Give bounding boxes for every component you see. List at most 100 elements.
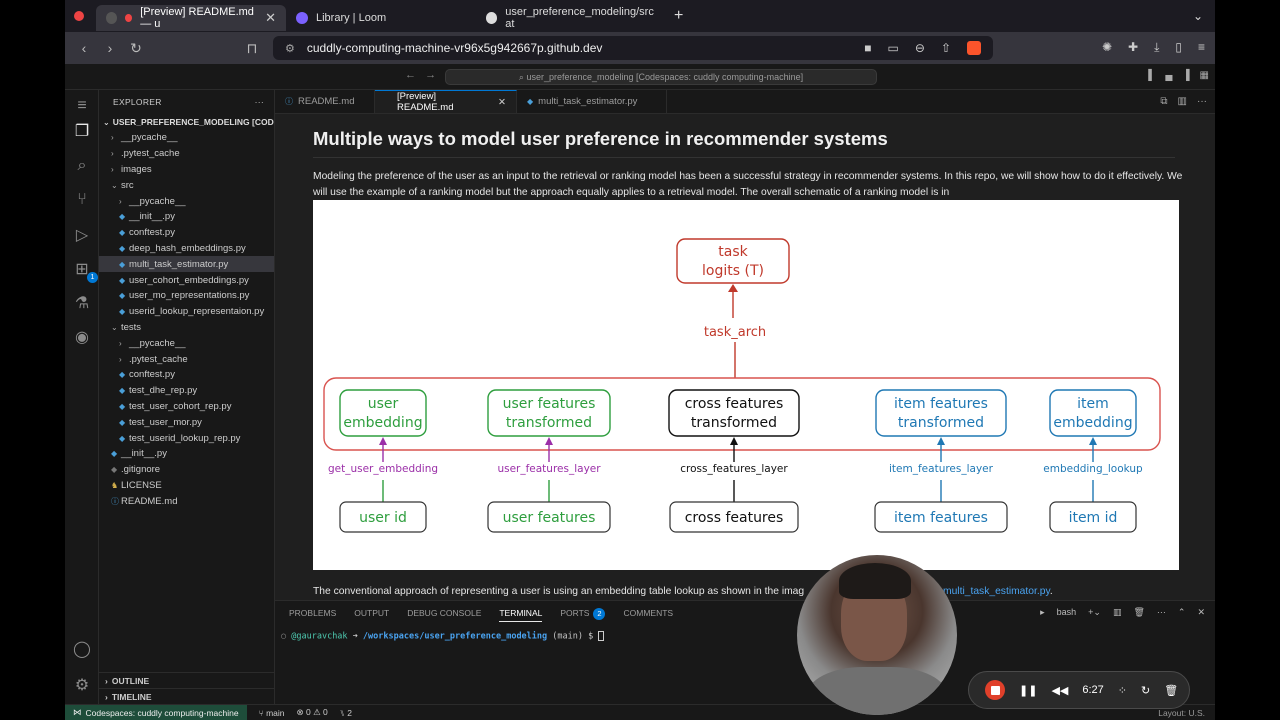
explorer-icon[interactable]: ❐ <box>74 123 90 140</box>
maximize-panel-icon[interactable]: ⌃ <box>1177 607 1186 617</box>
branch-indicator[interactable]: ⑂ main <box>258 707 285 718</box>
file-tree-item[interactable]: ◆conftest.py <box>99 225 274 241</box>
file-tree-item[interactable]: ◆conftest.py <box>99 367 274 383</box>
workspace-root[interactable]: ⌄ USER_PREFERENCE_MODELING [COD... <box>99 114 274 130</box>
file-tree-item[interactable]: ›images <box>99 162 274 178</box>
ports-indicator[interactable]: ⑊ 2 <box>339 707 352 718</box>
address-bar[interactable]: ⚙ cuddly-computing-machine-vr96x5g942667… <box>273 36 993 60</box>
toggle-sidebar-icon[interactable]: ▌ <box>1148 70 1156 81</box>
split-editor-icon[interactable]: ▥ <box>1177 96 1187 107</box>
sidebar-toggle-icon[interactable]: ▯ <box>1175 40 1182 54</box>
shell-name[interactable]: bash <box>1056 607 1077 617</box>
more-actions-icon[interactable]: ··· <box>1156 607 1166 617</box>
search-icon[interactable]: ⌕ <box>77 157 87 174</box>
toggle-panel-icon[interactable]: ▄ <box>1165 70 1173 81</box>
file-tree-item[interactable]: ◆test_dhe_rep.py <box>99 383 274 399</box>
tab-multi-task-estimator[interactable]: ◆ multi_task_estimator.py <box>517 90 667 113</box>
download-icon[interactable]: ⤓ <box>1154 40 1160 54</box>
file-tree-item[interactable]: ◆user_mo_representations.py <box>99 288 274 304</box>
source-control-icon[interactable]: ⑂ <box>77 191 87 208</box>
trash-icon[interactable]: 🗑 <box>1164 684 1179 697</box>
close-icon[interactable]: ✕ <box>265 10 276 25</box>
reload-button[interactable]: ↻ <box>130 39 142 56</box>
file-tree-item[interactable]: ◆deep_hash_embeddings.py <box>99 241 274 257</box>
tab-list-chevron-icon[interactable]: ⌄ <box>1192 9 1203 23</box>
puzzle-icon[interactable]: ✚ <box>1128 40 1139 54</box>
back-button[interactable]: ‹ <box>81 40 87 56</box>
file-tree-item[interactable]: ◆user_cohort_embeddings.py <box>99 272 274 288</box>
file-tree-item[interactable]: ›__pycache__ <box>99 130 274 146</box>
close-icon[interactable]: ✕ <box>498 96 506 108</box>
command-center[interactable]: ⌕ user_preference_modeling [Codespaces: … <box>445 69 877 85</box>
file-tree-item[interactable]: ⌄tests <box>99 320 274 336</box>
testing-icon[interactable]: ⚗ <box>74 295 90 312</box>
zoom-icon[interactable]: ⊖ <box>914 41 925 55</box>
browser-tab-github[interactable]: user_preference_modeling/src at <box>476 5 666 31</box>
tab-readme[interactable]: ⓘ README.md <box>275 90 375 113</box>
more-actions-icon[interactable]: ··· <box>254 97 264 107</box>
github-icon[interactable]: ◉ <box>75 329 89 346</box>
browser-tab-loom[interactable]: Library | Loom <box>286 5 476 31</box>
open-source-icon[interactable]: ⧉ <box>1160 96 1168 107</box>
file-tree-item[interactable]: ◆test_user_cohort_rep.py <box>99 399 274 415</box>
close-window-button[interactable] <box>74 11 84 21</box>
tab-terminal[interactable]: TERMINAL <box>499 608 543 622</box>
file-tree-item[interactable]: ›__pycache__ <box>99 193 274 209</box>
stop-recording-button[interactable] <box>985 680 1005 700</box>
customize-layout-icon[interactable]: ▦ <box>1199 70 1209 81</box>
bookmark-icon[interactable]: ⊓ <box>246 39 258 56</box>
toggle-secondary-icon[interactable]: ▐ <box>1182 70 1190 81</box>
terminal-output[interactable]: ○ @gauravchak ➜ /workspaces/user_prefere… <box>281 631 605 642</box>
file-tree-item[interactable]: ◆__init__.py <box>99 209 274 225</box>
restart-icon[interactable]: ↻ <box>1141 684 1151 697</box>
rewind-icon[interactable]: ◀◀ <box>1051 684 1069 697</box>
multi-task-estimator-link[interactable]: multi_task_estimator.py. <box>943 586 1053 597</box>
webcam-bubble[interactable] <box>797 555 957 715</box>
timeline-section[interactable]: › TIMELINE <box>99 688 275 704</box>
file-tree-item[interactable]: ◆test_userid_lookup_rep.py <box>99 430 274 446</box>
file-tree-item[interactable]: ◆multi_task_estimator.py <box>99 256 274 273</box>
file-tree-item[interactable]: ◆__init__.py <box>99 446 274 462</box>
outline-section[interactable]: › OUTLINE <box>99 672 275 688</box>
share-icon[interactable]: ⇧ <box>940 41 951 55</box>
file-tree-item[interactable]: ♞LICENSE <box>99 478 274 494</box>
new-tab-button[interactable]: + <box>674 7 684 24</box>
browser-tab-readme[interactable]: [Preview] README.md — u ✕ <box>96 5 286 31</box>
settings-gear-icon[interactable]: ⚙ <box>74 677 90 694</box>
forward-button[interactable]: › <box>107 40 113 56</box>
camera-icon[interactable]: ■ <box>864 41 872 55</box>
tab-output[interactable]: OUTPUT <box>354 608 390 618</box>
new-terminal-icon[interactable]: +⌄ <box>1088 607 1101 617</box>
file-tree-item[interactable]: ⌄src <box>99 177 274 193</box>
menu-icon[interactable]: ≡ <box>1197 40 1205 54</box>
split-terminal-icon[interactable]: ▥ <box>1112 607 1122 617</box>
cast-icon[interactable]: ▭ <box>887 41 899 55</box>
run-debug-icon[interactable]: ▷ <box>75 227 89 244</box>
file-tree-item[interactable]: ›.pytest_cache <box>99 351 274 367</box>
file-tree-item[interactable]: ›.pytest_cache <box>99 146 274 162</box>
extensions-icon[interactable]: ⊞1 <box>72 260 98 283</box>
remote-indicator[interactable]: ⋈ Codespaces: cuddly computing-machine <box>65 704 247 720</box>
keyboard-layout[interactable]: Layout: U.S. <box>1158 707 1205 718</box>
grid-icon[interactable]: ⁘ <box>1117 684 1127 697</box>
tab-debug-console[interactable]: DEBUG CONSOLE <box>407 608 482 618</box>
more-actions-icon[interactable]: ··· <box>1197 96 1207 107</box>
site-settings-icon[interactable]: ⚙ <box>285 42 295 55</box>
trash-icon[interactable]: 🗑 <box>1133 607 1145 617</box>
menu-icon[interactable]: ≡ <box>77 97 87 114</box>
file-tree-item[interactable]: ◆userid_lookup_representaion.py <box>99 304 274 320</box>
pause-icon[interactable]: ❚❚ <box>1019 684 1038 697</box>
file-tree-item[interactable]: ◆test_user_mor.py <box>99 414 274 430</box>
close-panel-icon[interactable]: ✕ <box>1197 607 1205 617</box>
file-tree-item[interactable]: ◆.gitignore <box>99 462 274 478</box>
problems-indicator[interactable]: ⊗ 0 ⚠ 0 <box>296 707 328 717</box>
account-icon[interactable]: ◯ <box>73 641 91 658</box>
file-tree-item[interactable]: ›__pycache__ <box>99 335 274 351</box>
history-arrows[interactable]: ← → <box>405 69 437 81</box>
brave-shield-icon[interactable] <box>967 41 981 55</box>
tab-problems[interactable]: PROBLEMS <box>289 608 337 618</box>
tab-preview-readme[interactable]: [Preview] README.md ✕ <box>375 90 517 113</box>
extension-icon[interactable]: ✺ <box>1101 40 1112 54</box>
